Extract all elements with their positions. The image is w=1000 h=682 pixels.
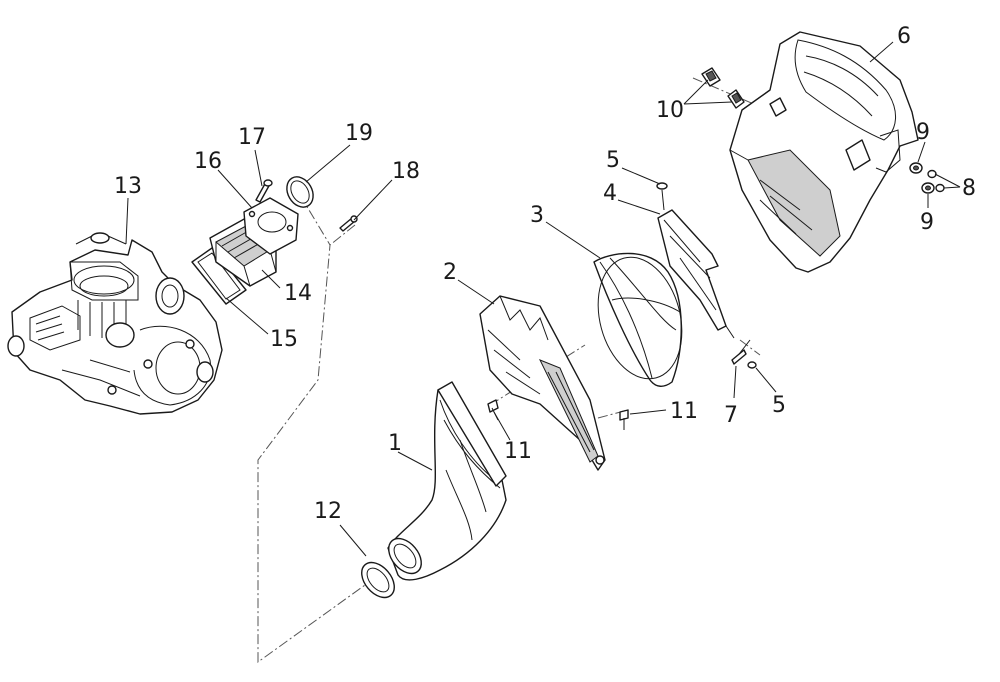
filter-support: [657, 189, 735, 339]
callout-13: 13: [114, 174, 142, 199]
wing-bolt: [731, 339, 751, 365]
callout-19: 19: [345, 121, 373, 146]
nut-upper: [909, 162, 923, 174]
engine-assembly: [7, 232, 223, 415]
clamp-ring-lower: [361, 561, 395, 599]
filter-cage: [479, 295, 606, 471]
callout-15: 15: [270, 327, 298, 352]
callout-5-bottom: 5: [772, 393, 786, 418]
callout-5-top: 5: [606, 148, 620, 173]
washer-bottom: [747, 361, 757, 369]
callout-1: 1: [388, 431, 402, 456]
callout-11-left: 11: [504, 439, 532, 464]
callout-9-bottom: 9: [920, 210, 934, 235]
callout-16: 16: [194, 149, 222, 174]
clip-upper: [701, 67, 721, 87]
leader-lines: [125, 41, 961, 557]
clamp-screw: [339, 215, 358, 232]
callout-18: 18: [392, 159, 420, 184]
callout-2: 2: [443, 260, 457, 285]
callout-8: 8: [962, 176, 976, 201]
air-box: [729, 31, 919, 273]
callout-9-top: 9: [916, 120, 930, 145]
callout-10: 10: [656, 98, 684, 123]
callout-7: 7: [724, 403, 738, 428]
intake-gasket: [191, 247, 247, 305]
washer-top: [656, 182, 668, 190]
bolt-upper: [927, 169, 937, 179]
intake-boot: [387, 381, 507, 581]
callout-4: 4: [603, 181, 617, 206]
screw-right: [619, 409, 629, 430]
flange-screw: [255, 179, 273, 203]
bolt-lower: [935, 183, 945, 193]
clip-lower: [727, 89, 745, 109]
callout-labels: 1 2 3 4 5 5 6 7 8 9 9 10 11 11 12 13 14 …: [114, 24, 976, 524]
nut-lower: [921, 182, 935, 194]
intake-flange: [243, 197, 299, 255]
callout-14: 14: [284, 281, 312, 306]
callout-17: 17: [238, 125, 266, 150]
air-filter: [593, 252, 683, 387]
clamp-ring-upper: [286, 176, 314, 208]
callout-6: 6: [897, 24, 911, 49]
callout-12: 12: [314, 499, 342, 524]
callout-3: 3: [530, 203, 544, 228]
callout-11-right: 11: [670, 399, 698, 424]
